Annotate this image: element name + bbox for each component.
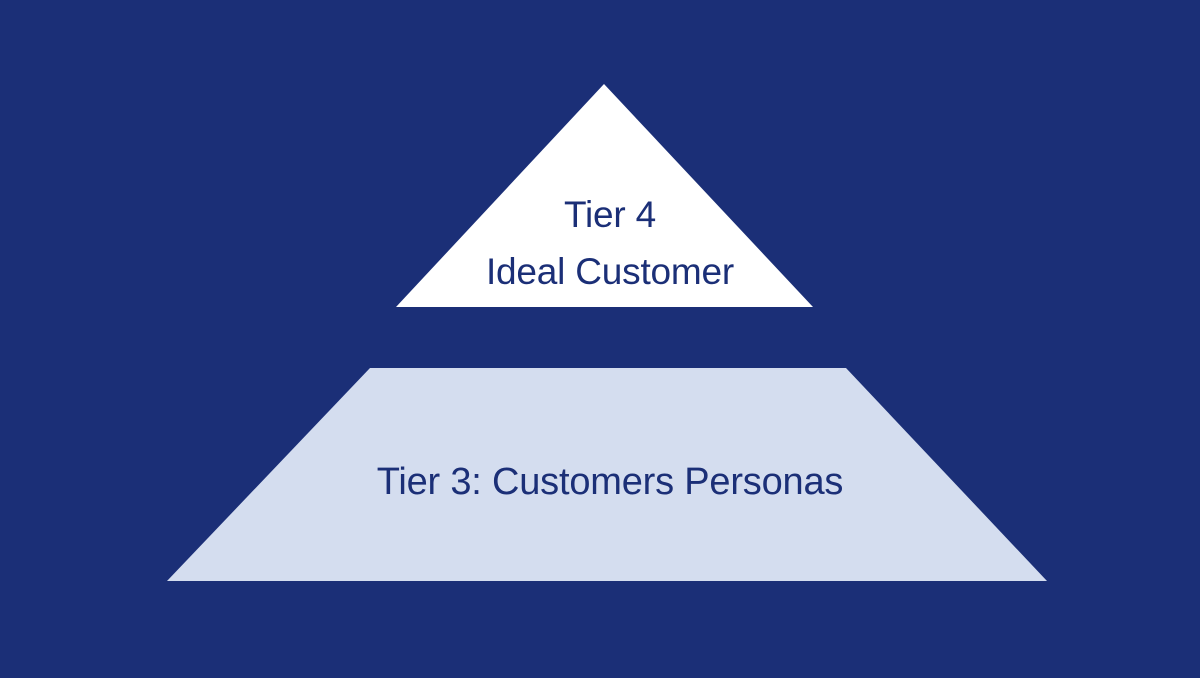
tier4-title: Tier 4 [563,194,656,235]
tier3-trapezoid [167,368,1047,581]
tier4-triangle [396,84,813,307]
tier3-label: Tier 3: Customers Personas [376,461,844,503]
tier4-subtitle: Ideal Customer [485,251,735,292]
tier4-label: Tier 4 Ideal Customer [405,186,815,300]
